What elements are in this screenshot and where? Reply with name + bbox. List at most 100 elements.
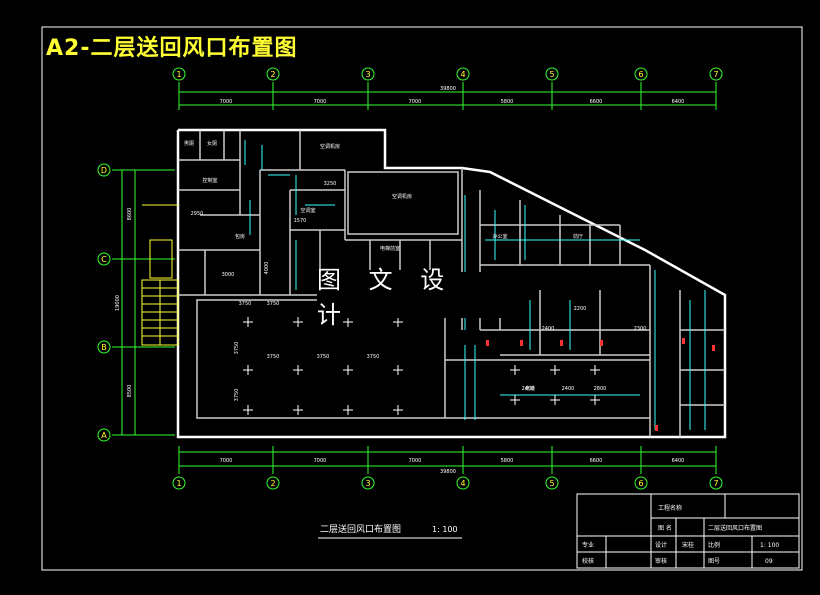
- room-label: 空调机房: [392, 193, 412, 200]
- plan-dim: 3750: [234, 389, 240, 402]
- dim-text: 19000: [115, 295, 121, 311]
- plan-dim: 3750: [239, 301, 252, 307]
- scale-value: 1: 100: [760, 542, 779, 549]
- axis-label: 4: [460, 479, 465, 488]
- dim-text: 8600: [127, 208, 133, 221]
- axis-labels-top: 1 2 3 4 5 6 7: [176, 70, 718, 79]
- sheet-label: 图号: [708, 558, 720, 565]
- dim-text: 5800: [501, 99, 514, 105]
- axis-label: 5: [549, 479, 554, 488]
- room-label: 空调室: [300, 207, 315, 214]
- plan-caption: 二层送回风口布置图: [320, 523, 401, 535]
- title-block-grid: [576, 493, 800, 569]
- axis-label: 7: [713, 70, 718, 79]
- axis-label: B: [101, 343, 107, 352]
- stair: [141, 204, 179, 346]
- axis-label: 3: [365, 70, 370, 79]
- bottom-dimension-lines: [178, 446, 717, 474]
- axis-label: A: [101, 431, 107, 440]
- axis-label: 7: [713, 479, 718, 488]
- air-outlets: [244, 140, 706, 430]
- axis-label: 1: [176, 479, 181, 488]
- top-dimension-lines: [178, 82, 717, 110]
- dim-text: 6400: [672, 99, 685, 105]
- axis-bubbles-left: [97, 163, 111, 442]
- axis-bubbles-bottom: [172, 476, 723, 490]
- design-label: 设计: [655, 541, 667, 549]
- project-label: 工程名称: [658, 504, 682, 512]
- watermark: 图 文 设 计: [317, 266, 503, 329]
- diffuser-marks: [243, 317, 600, 415]
- designer: 宋桂: [682, 541, 694, 549]
- dim-text: 7000: [314, 458, 327, 464]
- plan-dimension-text: 3750 3750 3750 3750 3750 3750 3750 2400 …: [191, 181, 647, 401]
- axis-label: C: [101, 255, 107, 264]
- plan-dim: 2400: [522, 386, 535, 392]
- axis-label: D: [101, 166, 107, 175]
- plan-dim: 2800: [594, 386, 607, 392]
- plan-dim: 3250: [324, 181, 337, 187]
- review-label: 审核: [655, 557, 667, 565]
- return-air-markers: [486, 338, 715, 431]
- plan-dim: 3750: [367, 354, 380, 360]
- title-block-text: 工程名称 图 名 二层送回风口布置图 专业 设计 宋桂 比例 1: 100 校核…: [582, 504, 779, 565]
- building-walls: [176, 128, 727, 439]
- axis-labels-left: D C B A: [101, 166, 107, 440]
- plan-dim: 3750: [267, 354, 280, 360]
- room-label: 电梯前室: [380, 245, 400, 252]
- dim-text: 7000: [314, 99, 327, 105]
- room-label: 女厕: [207, 140, 217, 147]
- dim-text: 7000: [220, 99, 233, 105]
- drawing-name: 二层送回风口布置图: [708, 524, 762, 532]
- room-label: 空调机房: [320, 143, 340, 150]
- plan-dim: 2400: [542, 326, 555, 332]
- plan-dim: 2950: [191, 211, 204, 217]
- outer-frame: [41, 26, 803, 571]
- scale-label: 比例: [708, 541, 720, 549]
- dim-text: 6600: [590, 458, 603, 464]
- room-label: 前厅: [573, 233, 583, 240]
- drawing-title: A2-二层送回风口布置图: [46, 36, 298, 61]
- axis-label: 6: [638, 70, 643, 79]
- total-dim: 39800: [440, 86, 456, 92]
- plan-dim: 2400: [562, 386, 575, 392]
- bottom-dimension-text: 7000 7000 7000 5800 6600 6400 39800: [220, 458, 685, 475]
- dim-text: 8500: [127, 385, 133, 398]
- plan-scale: 1: 100: [432, 525, 458, 534]
- plan-dim: 2200: [574, 306, 587, 312]
- total-dim: 39800: [440, 469, 456, 475]
- axis-bubbles-top: [172, 67, 723, 81]
- check-label: 校核: [582, 557, 594, 565]
- plan-dim: 4000: [264, 262, 270, 275]
- dim-text: 7000: [220, 458, 233, 464]
- axis-label: 6: [638, 479, 643, 488]
- room-label: 走道: [525, 385, 535, 392]
- dim-text: 5800: [501, 458, 514, 464]
- dim-text: 6400: [672, 458, 685, 464]
- plan-dim: 2300: [634, 326, 647, 332]
- dim-text: 7000: [409, 458, 422, 464]
- left-dimension-lines: [112, 169, 175, 436]
- room-labels: 男厕 女厕 空调机房 空调机房 控制室 包房 空调室 电梯前室 办公室 前厅 走…: [184, 140, 583, 392]
- plan-dim: 1570: [294, 218, 307, 224]
- dim-text: 7000: [409, 99, 422, 105]
- drawing-label: 图 名: [658, 524, 672, 532]
- room-label: 控制室: [202, 177, 217, 184]
- plan-dim: 3750: [267, 301, 280, 307]
- left-dimension-text: 8600 19000 8500: [115, 208, 133, 398]
- top-dimension-text: 39800 7000 7000 7000 5800 6600 6400: [220, 86, 685, 105]
- axis-label: 5: [549, 70, 554, 79]
- spec-label: 专业: [582, 541, 594, 549]
- axis-label: 2: [270, 70, 275, 79]
- axis-label: 3: [365, 479, 370, 488]
- sheet-value: 09: [765, 558, 773, 565]
- room-label: 男厕: [184, 141, 194, 147]
- plan-dim: 3750: [234, 342, 240, 355]
- dim-text: 6600: [590, 99, 603, 105]
- plan-dim: 3000: [222, 272, 235, 278]
- axis-label: 4: [460, 70, 465, 79]
- room-label: 包房: [235, 233, 245, 240]
- axis-label: 1: [176, 70, 181, 79]
- axis-label: 2: [270, 479, 275, 488]
